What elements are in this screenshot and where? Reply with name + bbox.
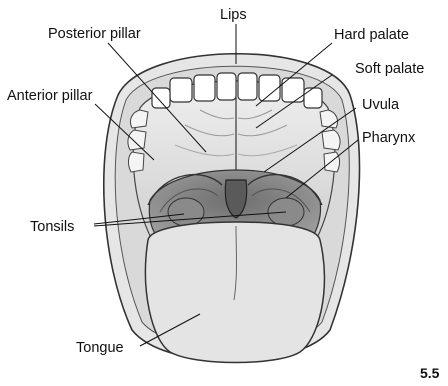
figure-number: 5.5 (420, 365, 440, 381)
label-lips: Lips (220, 7, 247, 23)
label-tonsils: Tonsils (30, 219, 74, 235)
label-hard-palate: Hard palate (334, 27, 409, 43)
label-uvula: Uvula (362, 97, 400, 113)
tongue (145, 222, 324, 363)
label-posterior-pillar: Posterior pillar (48, 26, 141, 42)
label-soft-palate: Soft palate (355, 61, 424, 77)
label-anterior-pillar: Anterior pillar (7, 88, 93, 104)
label-pharynx: Pharynx (362, 130, 416, 146)
label-tongue: Tongue (76, 340, 124, 356)
